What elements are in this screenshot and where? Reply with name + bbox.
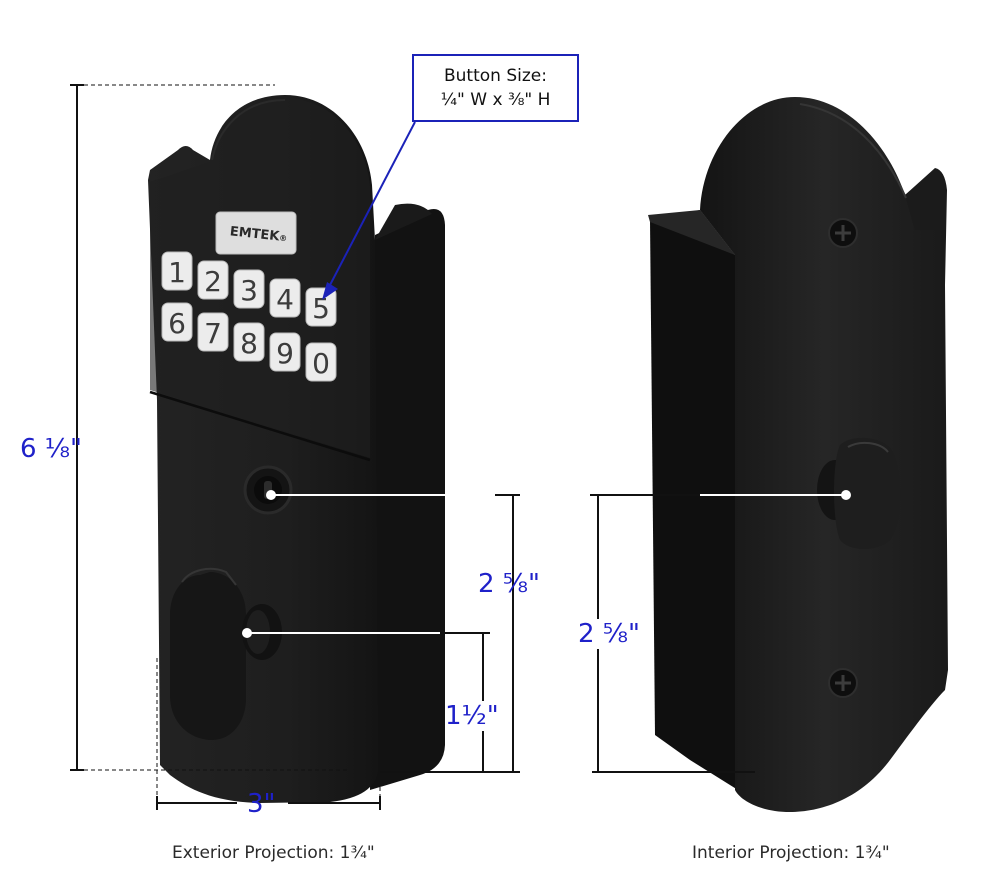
overall-height-label: 6 ⅛" — [20, 434, 82, 464]
callout-line-2: ¼" W x ⅜" H — [440, 90, 551, 110]
keypad-key-6[interactable]: 6 — [161, 302, 193, 342]
keypad-key-cap — [197, 260, 229, 300]
keypad-key-label: 3 — [240, 274, 258, 307]
keypad-key-label: 1 — [168, 256, 186, 289]
keypad-key-label: 8 — [240, 327, 258, 360]
interior-turn-height-label: 2 ⅝" — [578, 619, 640, 649]
bottom-screw — [828, 668, 858, 698]
keypad-key-label: 7 — [204, 317, 222, 350]
keypad-key-label: 5 — [312, 292, 330, 325]
width-label: 3" — [247, 789, 276, 819]
keypad-key-cap — [269, 332, 301, 372]
exterior-side-face — [370, 209, 445, 790]
keypad-key-0[interactable]: 0 — [305, 342, 337, 382]
callout-arrowhead — [322, 282, 338, 300]
keypad-key-9[interactable]: 9 — [269, 332, 301, 372]
keypad-key-cap — [161, 251, 193, 291]
keypad-key-2[interactable]: 2 — [197, 260, 229, 300]
interior-front-plate — [700, 97, 948, 812]
interior-lock — [648, 97, 948, 812]
keypad-key-label: 0 — [312, 347, 330, 380]
exterior-turn-height-label: 1½" — [445, 701, 499, 731]
keypad-key-label: 2 — [204, 265, 222, 298]
emtek-badge — [215, 211, 297, 255]
keypad-key-7[interactable]: 7 — [197, 312, 229, 352]
keypad-key-5[interactable]: 5 — [305, 287, 337, 327]
keypad-key-label: 4 — [276, 283, 294, 316]
interior-side-face — [650, 210, 738, 790]
interior-thumb-turn — [817, 437, 901, 549]
exterior-projection-caption: Exterior Projection: 1¾" — [172, 843, 375, 863]
callout-line-1: Button Size: — [444, 66, 547, 86]
svg-text:EMTEK®: EMTEK® — [229, 224, 288, 245]
exterior-turn-dot — [242, 628, 252, 638]
keypad-key-cap — [233, 269, 265, 309]
keypad-key-label: 6 — [168, 307, 186, 340]
top-screw — [828, 218, 858, 248]
exterior-keyhole-height-label: 2 ⅝" — [478, 569, 540, 599]
keypad-key-8[interactable]: 8 — [233, 322, 265, 362]
keypad-key-cap — [233, 322, 265, 362]
keypad-key-cap — [161, 302, 193, 342]
keypad-key-3[interactable]: 3 — [233, 269, 265, 309]
keypad-key-1[interactable]: 1 — [161, 251, 193, 291]
keypad-key-cap — [305, 287, 337, 327]
keyhole-dot — [266, 490, 276, 500]
emtek-logo-text: EMTEK — [229, 224, 281, 244]
keypad-key-label: 9 — [276, 337, 294, 370]
registered-mark: ® — [279, 233, 288, 243]
interior-turn-dot — [841, 490, 851, 500]
interior-projection-caption: Interior Projection: 1¾" — [692, 843, 890, 863]
keypad-key-cap — [269, 278, 301, 318]
button-size-callout: Button Size: ¼" W x ⅜" H — [412, 54, 579, 122]
keypad-key-cap — [197, 312, 229, 352]
keypad-key-4[interactable]: 4 — [269, 278, 301, 318]
keypad-key-cap — [305, 342, 337, 382]
